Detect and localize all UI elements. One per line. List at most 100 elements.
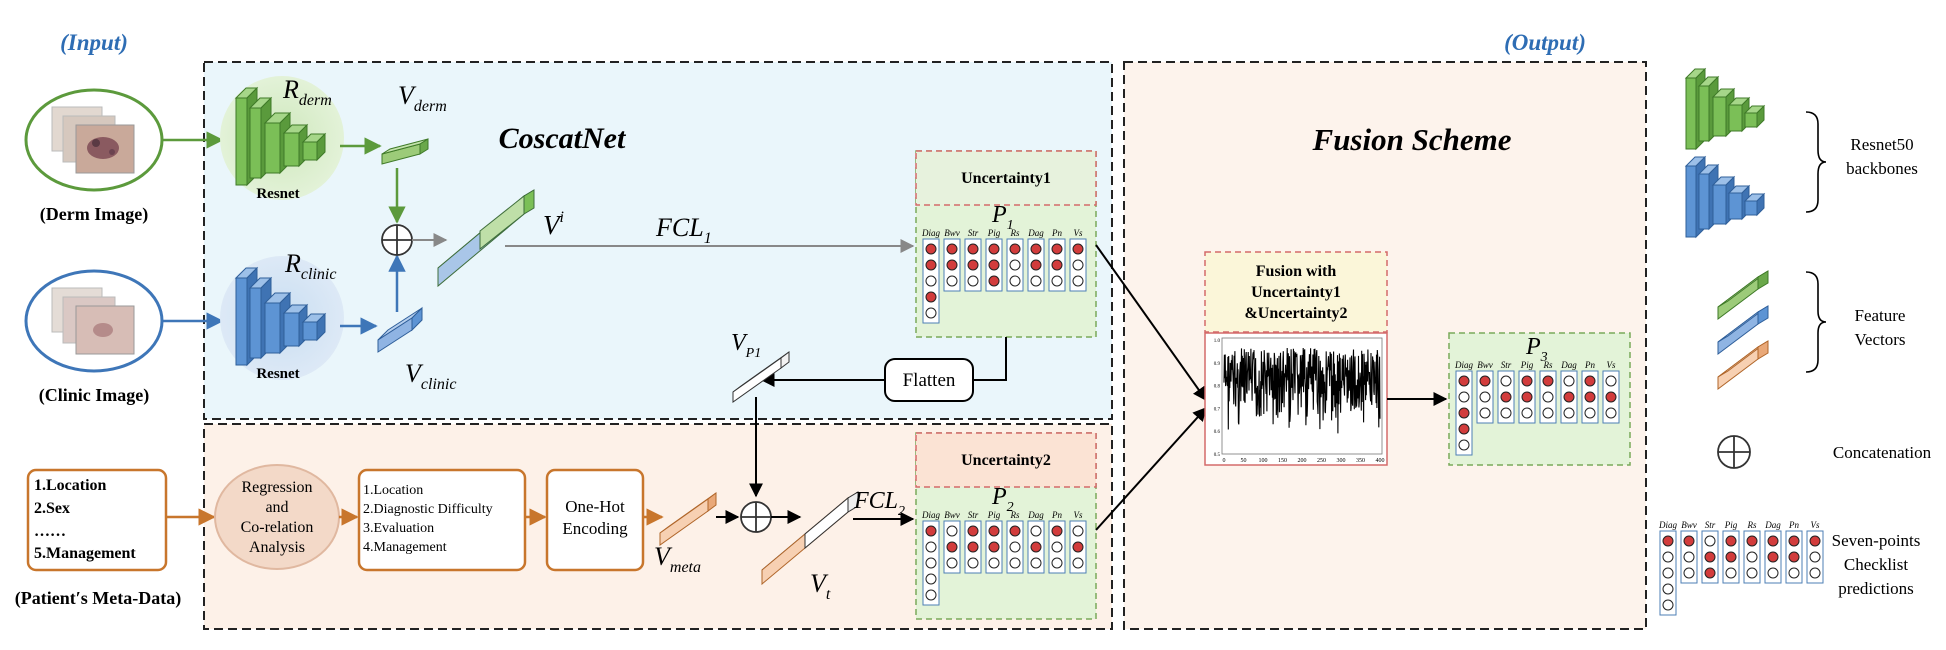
- checklist-dot-inactive: [1072, 525, 1084, 537]
- v-derm-label: Vderm: [398, 81, 447, 115]
- meta-item-3: ……: [34, 523, 66, 540]
- selected-feature-4: 4.Management: [363, 540, 447, 555]
- checklist-header: Str: [1705, 520, 1716, 530]
- legend-seven-line-2: Checklist: [1844, 555, 1908, 574]
- checklist-dot-active: [1542, 375, 1554, 387]
- checklist-dot-active: [1009, 525, 1021, 537]
- fusion-xtick: 100: [1259, 458, 1268, 464]
- v-t-vector: [761, 491, 859, 586]
- r-clinic-label: Rclinic: [284, 249, 336, 283]
- checklist-dot-inactive: [1584, 407, 1596, 419]
- checklist-header: Rs: [1010, 228, 1020, 238]
- regression-line-1: Regression: [241, 479, 312, 496]
- meta-data-box: [26, 468, 168, 572]
- meta-item-1: 1.Location: [34, 477, 107, 494]
- fusion-ytick: 0.7: [1214, 407, 1221, 412]
- legend-resnet-green-icon: [1684, 67, 1766, 151]
- checklist-dot-inactive: [1788, 567, 1800, 579]
- checklist-header: Vs: [1074, 510, 1083, 520]
- checklist-header: Pn: [1051, 228, 1062, 238]
- derm-image-input: [24, 88, 164, 192]
- v-i-label: Vi: [543, 209, 564, 240]
- checklist-dot-inactive: [925, 541, 937, 553]
- checklist-header: Vs: [1607, 360, 1616, 370]
- checklist-header: Dag: [1560, 360, 1577, 370]
- checklist-dot-active: [1458, 375, 1470, 387]
- checklist-dot-active: [1563, 391, 1575, 403]
- checklist-header: Dag: [1027, 510, 1044, 520]
- legend-backbones-line-2: backbones: [1846, 159, 1918, 178]
- concat-icon-bottom: [740, 501, 772, 533]
- checklist-dot-active: [1809, 535, 1821, 547]
- resnet-derm-block: Resnet: [220, 76, 344, 202]
- checklist-dot-active: [1584, 375, 1596, 387]
- checklist-dot-inactive: [1009, 541, 1021, 553]
- checklist-dot-inactive: [1605, 407, 1617, 419]
- uncertainty2-block: Uncertainty2: [915, 432, 1097, 620]
- checklist-dot-inactive: [1072, 557, 1084, 569]
- checklist-dot-active: [1704, 551, 1716, 563]
- checklist-dot-active: [1051, 525, 1063, 537]
- checklist-dot-inactive: [1479, 407, 1491, 419]
- fusion-ytick: 0.5: [1214, 453, 1221, 458]
- checklist-dot-inactive: [1542, 391, 1554, 403]
- derm-image-label: (Derm Image): [40, 204, 148, 225]
- checklist-dot-inactive: [946, 557, 958, 569]
- checklist-header: Diag: [921, 510, 941, 520]
- checklist-dot-inactive: [1662, 567, 1674, 579]
- checklist-header: Diag: [921, 228, 941, 238]
- legend-feature-brace: [1805, 271, 1827, 373]
- arrow-p2-to-fusion: [1095, 406, 1207, 531]
- checklist-header: Pn: [1788, 520, 1799, 530]
- p1-label: P1: [991, 202, 1014, 233]
- selected-features-box: 1.Location 2.Diagnostic Difficulty 3.Eva…: [357, 468, 527, 572]
- checklist-dot-active: [1725, 535, 1737, 547]
- meta-data-label: (Patient′s Meta-Data): [15, 588, 182, 609]
- v-p1-vector: [732, 351, 790, 403]
- checklist-dot-active: [988, 243, 1000, 255]
- checklist-dot-inactive: [1662, 551, 1674, 563]
- clinic-image-label: (Clinic Image): [39, 385, 149, 406]
- onehot-line-2: Encoding: [562, 519, 628, 538]
- resnet-clinic-label: Resnet: [256, 366, 299, 382]
- checklist-dot-active: [1072, 541, 1084, 553]
- checklist-dot-active: [988, 525, 1000, 537]
- checklist-dot-active: [925, 243, 937, 255]
- legend-feature-orange-icon: [1717, 340, 1769, 390]
- checklist-dot-active: [1662, 535, 1674, 547]
- checklist-dot-inactive: [1725, 567, 1737, 579]
- checklist-header: Dag: [1764, 520, 1781, 530]
- checklist-header: Pn: [1584, 360, 1595, 370]
- legend-feature-line-1: Feature: [1855, 306, 1906, 325]
- checklist-dot-inactive: [925, 573, 937, 585]
- checklist-dot-active: [1030, 541, 1042, 553]
- fusion-plot-yticks: 1.00.90.80.70.60.5: [1214, 339, 1221, 458]
- checklist-dot-inactive: [1009, 275, 1021, 287]
- checklist-dot-inactive: [1072, 275, 1084, 287]
- onehot-line-1: One-Hot: [565, 497, 625, 516]
- regression-line-2: and: [265, 499, 288, 516]
- checklist-dot-active: [925, 291, 937, 303]
- v-derm-vector: [381, 138, 429, 165]
- checklist-header: Bwv: [1477, 360, 1493, 370]
- fusion-xtick: 200: [1298, 458, 1307, 464]
- checklist-dot-inactive: [925, 589, 937, 601]
- checklist-dot-inactive: [1030, 275, 1042, 287]
- checklist-dot-active: [1683, 535, 1695, 547]
- meta-item-2: 2.Sex: [34, 500, 70, 517]
- checklist-dot-active: [1072, 243, 1084, 255]
- regression-line-4: Analysis: [249, 539, 305, 556]
- checklist-header: Pig: [987, 510, 1001, 520]
- uncertainty2-label: Uncertainty2: [961, 452, 1051, 469]
- checklist-dot-active: [1704, 567, 1716, 579]
- checklist-dot-inactive: [925, 557, 937, 569]
- checklist-dot-active: [1767, 535, 1779, 547]
- checklist-dot-inactive: [1746, 551, 1758, 563]
- meta-item-4: 5.Management: [34, 545, 136, 562]
- v-t-label: Vt: [810, 569, 831, 603]
- resnet-clinic-block: Resnet: [220, 256, 344, 382]
- checklist-header: Str: [968, 510, 979, 520]
- checklist-header: Bwv: [1681, 520, 1697, 530]
